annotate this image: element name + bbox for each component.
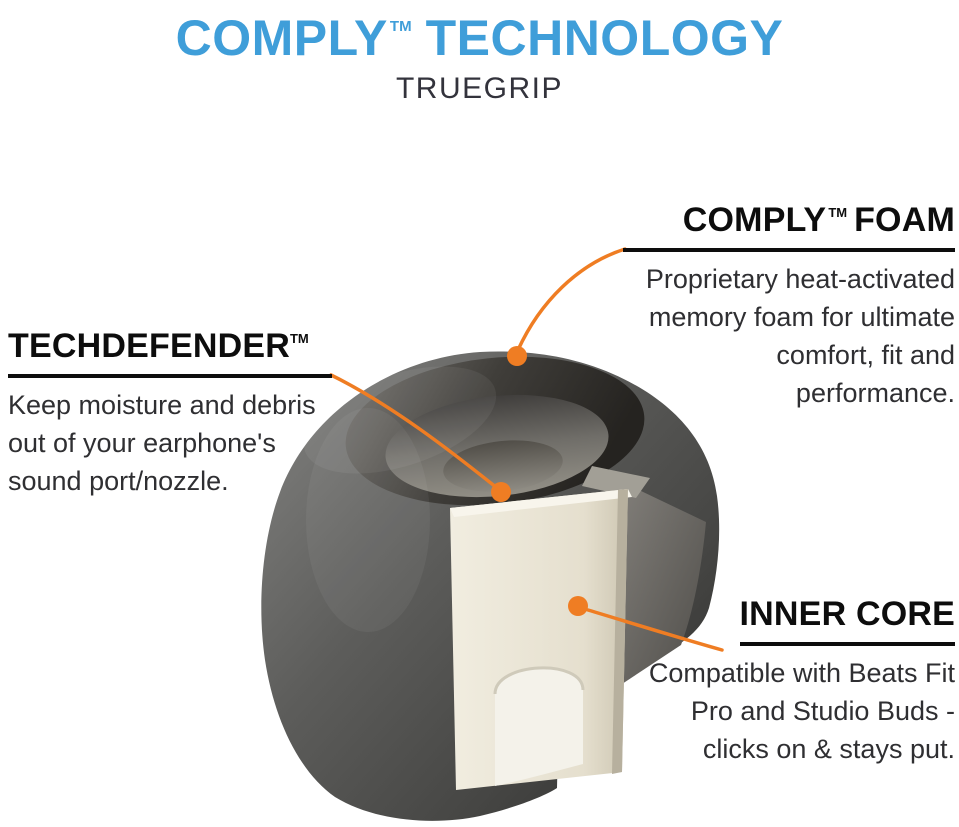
brand-name: COMPLY bbox=[175, 10, 388, 66]
brand-trademark: TM bbox=[389, 18, 412, 35]
dome-highlight bbox=[303, 366, 497, 474]
callout-inner-core: INNER CORE Compatible with Beats Fit Pro… bbox=[645, 595, 955, 769]
callout-inner-core-heading-wrap: INNER CORE bbox=[739, 595, 955, 647]
techdefender-leader-line bbox=[329, 373, 499, 490]
callout-techdefender-body: Keep moisture and debris out of your ear… bbox=[8, 390, 316, 496]
callout-comply-foam-body: Proprietary heat-activated memory foam f… bbox=[645, 264, 955, 408]
callout-techdefender: TECHDEFENDERTM Keep moisture and debris … bbox=[8, 327, 332, 501]
sound-port bbox=[443, 440, 563, 492]
callout-techdefender-heading: TECHDEFENDERTM bbox=[8, 327, 332, 379]
cutaway-face bbox=[616, 480, 706, 688]
techdefender-marker-dot bbox=[491, 482, 511, 502]
callout-comply-foam-heading-text: COMPLY bbox=[682, 201, 827, 239]
comply-foam-marker-dot bbox=[507, 346, 527, 366]
callout-comply-foam-heading-rest: FOAM bbox=[854, 201, 955, 239]
comply-foam-leader-line bbox=[516, 247, 627, 352]
title-technology: TECHNOLOGY bbox=[425, 10, 784, 66]
inner-core-marker-dot bbox=[568, 596, 588, 616]
callout-techdefender-trademark: TM bbox=[289, 331, 309, 346]
product-subtitle: TRUEGRIP bbox=[395, 71, 563, 105]
inner-core-hollow-arch bbox=[495, 667, 583, 786]
inner-core-leader-line bbox=[586, 608, 724, 652]
callout-techdefender-heading-text: TECHDEFENDER bbox=[8, 327, 290, 365]
inner-core-edge-shade bbox=[612, 489, 628, 774]
rim-cross-section bbox=[582, 466, 650, 498]
leader-lines bbox=[329, 247, 724, 652]
inner-core-face bbox=[450, 489, 628, 790]
callout-inner-core-heading: INNER CORE bbox=[739, 595, 955, 647]
inner-core-part bbox=[450, 489, 632, 790]
callout-comply-foam-trademark: TM bbox=[828, 205, 848, 220]
body-highlight bbox=[306, 408, 430, 632]
inner-core-arch-shadow bbox=[493, 666, 585, 695]
callout-inner-core-body: Compatible with Beats Fit Pro and Studio… bbox=[648, 658, 955, 764]
inner-core-top-face bbox=[450, 489, 632, 517]
